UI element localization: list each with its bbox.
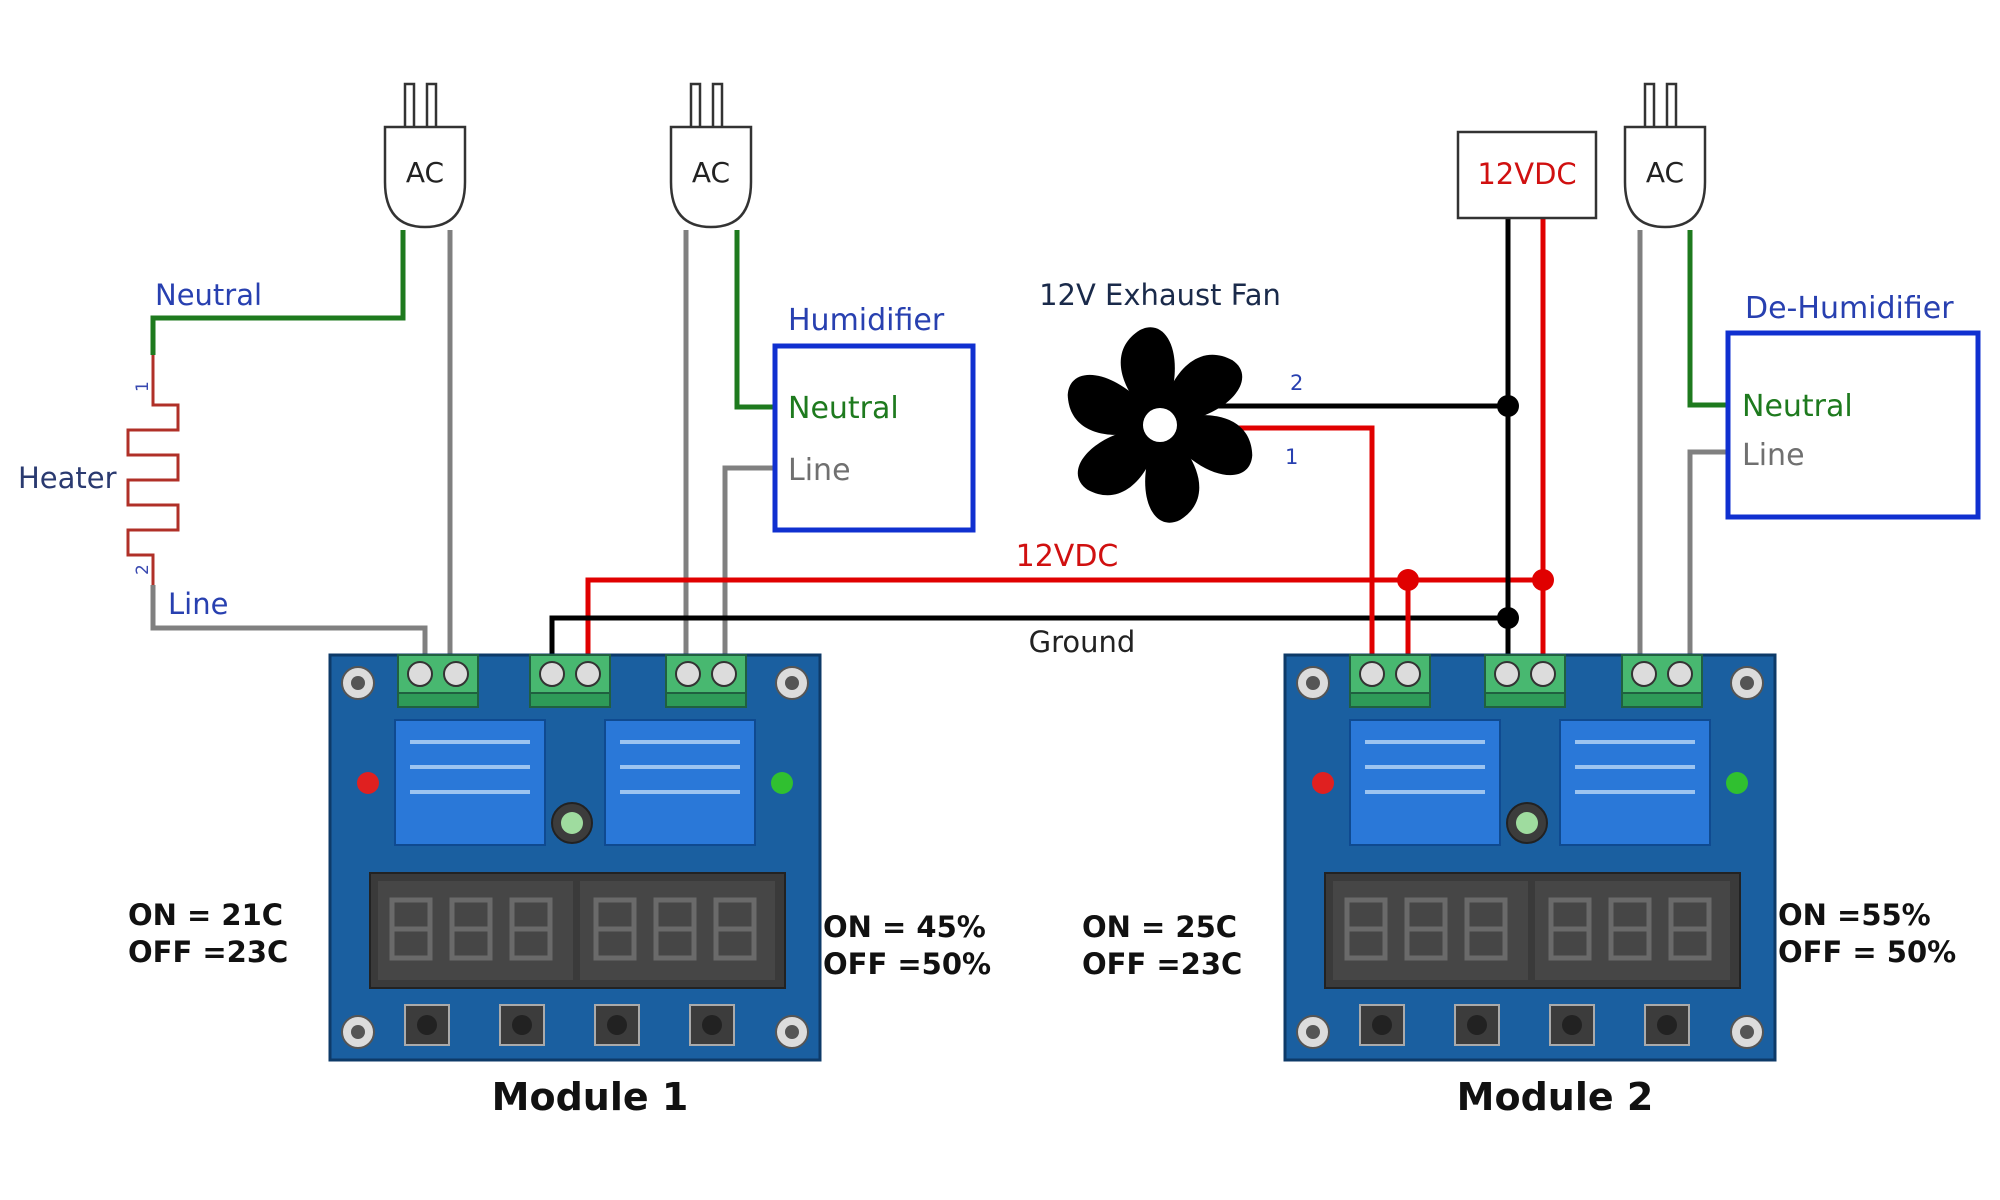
junction-dot (1532, 569, 1554, 591)
ac2-neutral-wire (734, 230, 775, 410)
module1-hum-on: ON = 45% (823, 910, 986, 944)
svg-text:AC: AC (406, 156, 444, 189)
exhaust-fan: 12V Exhaust Fan 2 1 (1039, 278, 1303, 523)
module2-hum-on: ON =55% (1778, 898, 1931, 932)
module-1: Module 1 ON = 21C OFF =23C ON = 45% OFF … (128, 655, 991, 1119)
junction-dot (1497, 607, 1519, 629)
dehumidifier-title: De-Humidifier (1745, 291, 1954, 326)
svg-text:2: 2 (133, 564, 153, 575)
power-bus-wire (585, 577, 1543, 680)
heater-line-label: Line (168, 587, 228, 621)
ac-plug-3: AC (1623, 82, 1707, 229)
svg-text:1: 1 (1285, 445, 1298, 469)
humidifier: Humidifier Neutral Line (772, 303, 976, 533)
module1-temp-off: OFF =23C (128, 935, 288, 969)
humidifier-title: Humidifier (788, 303, 945, 338)
module2-terminal-c (1621, 654, 1703, 708)
dc-supply: 12VDC (1456, 130, 1598, 220)
module2-terminal-b (1484, 654, 1566, 708)
junction-dot (1497, 395, 1519, 417)
junction-dot (1397, 569, 1419, 591)
svg-text:12VDC: 12VDC (1477, 157, 1576, 191)
module1-terminal-c (665, 654, 747, 708)
svg-text:Line: Line (788, 453, 851, 488)
power-bus-label: 12VDC (1016, 539, 1119, 574)
module2-temp-off: OFF =23C (1082, 947, 1242, 981)
module1-temp-on: ON = 21C (128, 898, 283, 932)
heater-neutral-wire (150, 230, 406, 355)
heater-label: Heater (18, 461, 117, 495)
svg-text:Neutral: Neutral (1742, 389, 1853, 424)
module-2: Module 2 ON = 25C OFF =23C ON =55% OFF =… (1082, 655, 1956, 1119)
fan-title: 12V Exhaust Fan (1039, 278, 1281, 312)
svg-text:2: 2 (1290, 371, 1303, 395)
dehumidifier: De-Humidifier Neutral Line (1725, 291, 1981, 520)
ac-plug-1: AC (383, 82, 467, 229)
ac-plug-2: AC (669, 82, 753, 229)
svg-text:1: 1 (133, 381, 153, 392)
dehumidifier-line-wire (1687, 449, 1728, 680)
humidifier-line-wire (722, 465, 775, 680)
module2-terminal-a (1349, 654, 1431, 708)
svg-text:AC: AC (692, 156, 730, 189)
module1-hum-off: OFF =50% (823, 947, 991, 981)
heater-coil-icon (126, 355, 180, 585)
module1-title: Module 1 (492, 1075, 689, 1119)
ground-bus-label: Ground (1029, 625, 1136, 659)
module1-terminal-a (397, 654, 479, 708)
svg-text:Neutral: Neutral (788, 391, 899, 426)
svg-text:Line: Line (1742, 438, 1805, 473)
module2-hum-off: OFF = 50% (1778, 935, 1956, 969)
heater-neutral-label: Neutral (155, 278, 262, 312)
fan-icon (1067, 327, 1253, 523)
module2-temp-on: ON = 25C (1082, 910, 1237, 944)
fan-power-wire (1195, 425, 1375, 680)
module1-terminal-b (529, 654, 611, 708)
module2-title: Module 2 (1457, 1075, 1654, 1119)
ac3-neutral-wire (1687, 230, 1728, 408)
svg-text:AC: AC (1646, 156, 1684, 189)
heater: Neutral Heater Line 1 2 (18, 278, 262, 621)
